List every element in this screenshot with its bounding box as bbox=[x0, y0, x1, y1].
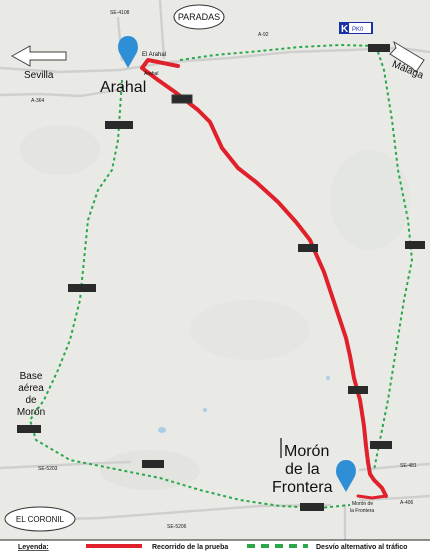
k-logo-number: PK0 bbox=[352, 27, 364, 33]
place-base-line1: Base bbox=[20, 371, 43, 382]
legend-route-label: Recorrido de la prueba bbox=[152, 544, 228, 551]
place-moron-line3: Frontera bbox=[272, 479, 333, 496]
road-label-se4108: SE-4108 bbox=[110, 10, 130, 16]
place-base-line4: Morón bbox=[17, 407, 45, 418]
legend-detour-label: Desvío alternativo al tráfico bbox=[316, 544, 407, 551]
road-se481 bbox=[358, 462, 430, 472]
place-sevilla: Sevilla bbox=[24, 70, 54, 81]
km-marker bbox=[171, 94, 193, 104]
km-marker bbox=[142, 460, 164, 468]
malaga-arrow-icon bbox=[389, 40, 425, 73]
road-label-se5203: SE-5203 bbox=[38, 466, 58, 472]
arahal-pin-icon bbox=[118, 36, 138, 68]
road-north bbox=[158, 0, 166, 60]
km-marker bbox=[17, 425, 41, 433]
road-label-se481: SE-481 bbox=[400, 463, 417, 469]
road-label-a364: A-364 bbox=[31, 98, 45, 104]
km-marker bbox=[300, 503, 324, 511]
km-marker bbox=[298, 244, 318, 252]
place-moron-line2: de la bbox=[285, 461, 320, 478]
km-marker bbox=[105, 121, 133, 129]
sevilla-arrow-icon bbox=[10, 45, 67, 67]
k-logo-badge: K PK0 bbox=[339, 22, 373, 35]
road-a406 bbox=[358, 494, 430, 502]
km-marker bbox=[348, 386, 368, 394]
place-moron-small-1: Morón de bbox=[352, 501, 373, 507]
km-marker bbox=[405, 241, 425, 249]
place-arahal-small-2: Arahal bbox=[144, 71, 158, 77]
water-spots bbox=[158, 376, 330, 433]
km-marker bbox=[368, 44, 390, 52]
road-label-se5206: SE-5206 bbox=[167, 524, 187, 530]
terrain-patches bbox=[20, 125, 410, 490]
detour-west bbox=[28, 79, 351, 510]
place-moron-line1: Morón bbox=[284, 443, 329, 460]
place-base-line3: de bbox=[25, 395, 37, 406]
race-route-end bbox=[356, 494, 388, 500]
k-logo-letter: K bbox=[341, 24, 349, 35]
place-paradas: PARADAS bbox=[178, 12, 220, 22]
detour-route bbox=[28, 43, 414, 510]
place-arahal-small: El Arahal bbox=[142, 52, 166, 58]
legend-title: Leyenda: bbox=[18, 544, 49, 551]
road-se5203 bbox=[0, 460, 132, 470]
paradas-oval bbox=[173, 4, 225, 30]
place-moron-small-2: la Frontera bbox=[350, 508, 374, 514]
road-a364 bbox=[0, 88, 120, 98]
legend-box bbox=[0, 540, 430, 551]
coronil-oval bbox=[4, 506, 76, 532]
road-label-a406: A-406 bbox=[400, 500, 414, 506]
km-marker bbox=[370, 441, 392, 449]
place-arahal: Arahal bbox=[100, 79, 146, 96]
detour-east bbox=[373, 45, 414, 471]
road-label-a92: A-92 bbox=[258, 32, 269, 38]
km-marker bbox=[68, 284, 96, 292]
place-coronil: EL CORONIL bbox=[16, 515, 65, 524]
km-markers bbox=[17, 44, 425, 511]
moron-pin-icon bbox=[336, 460, 356, 492]
place-base-line2: aérea bbox=[18, 383, 44, 394]
